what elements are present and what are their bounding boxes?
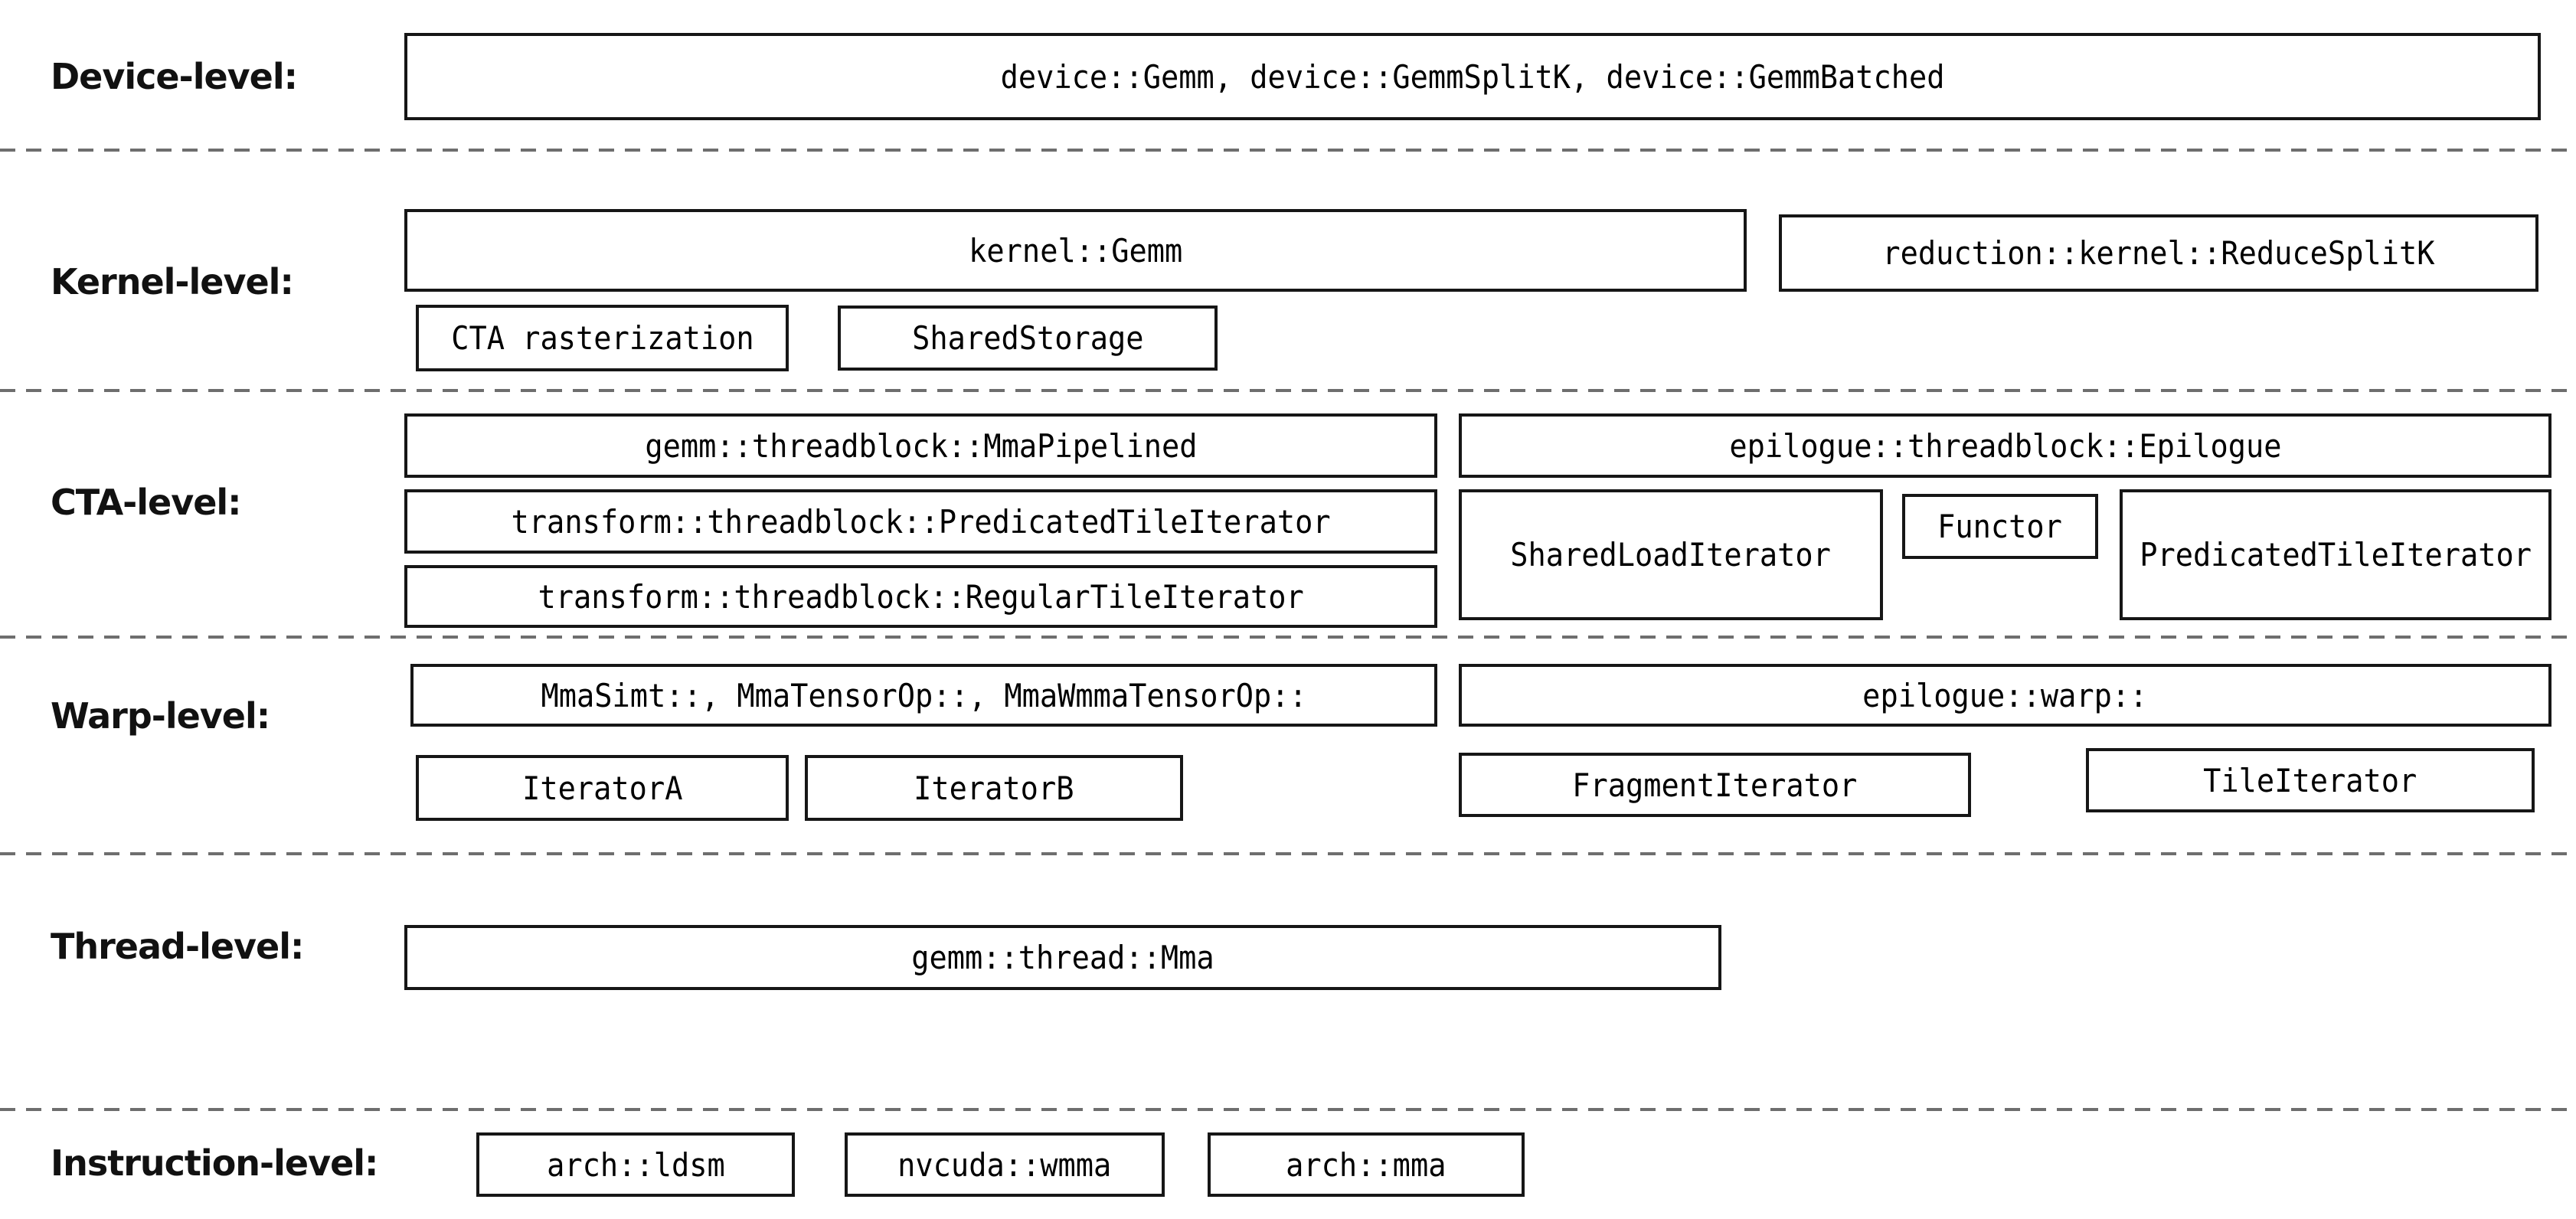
predicated-tile-iterator-epilogue-box-label: PredicatedTileIterator (2140, 536, 2532, 574)
epilogue-threadblock-box-label: epilogue::threadblock::Epilogue (1728, 426, 2282, 465)
separator-device-kernel (0, 149, 2576, 152)
shared-load-iterator-box: SharedLoadIterator (1459, 489, 1883, 620)
iterator-b-box-label: IteratorB (914, 769, 1074, 807)
epilogue-warp-box: epilogue::warp:: (1459, 664, 2551, 727)
nvcuda-wmma-box-label: nvcuda::wmma (897, 1145, 1112, 1184)
arch-mma-box: arch::mma (1208, 1132, 1525, 1197)
arch-ldsm-box-label: arch::ldsm (546, 1145, 725, 1184)
separator-thread-instruction (0, 1108, 2576, 1111)
regular-tile-iterator-box: transform::threadblock::RegularTileItera… (404, 565, 1437, 628)
iterator-b-box: IteratorB (805, 755, 1183, 821)
separator-kernel-cta (0, 389, 2576, 392)
reduce-splitk-box-label: reduction::kernel::ReduceSplitK (1882, 234, 2435, 272)
kernel-gemm-box: kernel::Gemm (404, 209, 1747, 292)
reduce-splitk-box: reduction::kernel::ReduceSplitK (1779, 214, 2538, 292)
predicated-tile-iterator-transform-box: transform::threadblock::PredicatedTileIt… (404, 489, 1437, 554)
predicated-tile-iterator-transform-box-label: transform::threadblock::PredicatedTileIt… (511, 502, 1331, 541)
tile-iterator-box: TileIterator (2086, 748, 2535, 812)
epilogue-threadblock-box: epilogue::threadblock::Epilogue (1459, 413, 2551, 478)
mma-simt-box-label: MmaSimt::, MmaTensorOp::, MmaWmmaTensorO… (541, 676, 1307, 714)
nvcuda-wmma-box: nvcuda::wmma (845, 1132, 1165, 1197)
separator-cta-warp (0, 636, 2576, 639)
fragment-iterator-box-label: FragmentIterator (1572, 766, 1858, 804)
device-gemm-box: device::Gemm, device::GemmSplitK, device… (404, 33, 2541, 120)
device-gemm-box-label: device::Gemm, device::GemmSplitK, device… (1000, 57, 1945, 96)
mma-pipelined-box-label: gemm::threadblock::MmaPipelined (644, 426, 1198, 465)
arch-mma-box-label: arch::mma (1286, 1145, 1447, 1184)
thread-level-label: Thread-level: (51, 926, 304, 967)
device-level-label: Device-level: (51, 56, 298, 97)
functor-box: Functor (1902, 494, 2098, 559)
functor-box-label: Functor (1937, 508, 2063, 545)
gemm-thread-mma-box: gemm::thread::Mma (404, 925, 1721, 990)
shared-storage-box: SharedStorage (838, 306, 1218, 371)
mma-simt-box: MmaSimt::, MmaTensorOp::, MmaWmmaTensorO… (410, 664, 1437, 727)
cta-rasterization-box: CTA rasterization (416, 305, 789, 371)
separator-warp-thread (0, 852, 2576, 855)
predicated-tile-iterator-epilogue-box: PredicatedTileIterator (2120, 489, 2551, 620)
shared-load-iterator-box-label: SharedLoadIterator (1510, 536, 1832, 574)
kernel-level-label: Kernel-level: (51, 261, 294, 302)
cta-rasterization-box-label: CTA rasterization (450, 319, 754, 357)
gemm-thread-mma-box-label: gemm::thread::Mma (911, 939, 1214, 976)
warp-level-label: Warp-level: (51, 695, 270, 737)
kernel-gemm-box-label: kernel::Gemm (968, 231, 1183, 270)
cta-level-label: CTA-level: (51, 482, 242, 523)
instruction-level-label: Instruction-level: (51, 1142, 378, 1184)
iterator-a-box: IteratorA (416, 755, 789, 821)
shared-storage-box-label: SharedStorage (911, 319, 1144, 357)
regular-tile-iterator-box-label: transform::threadblock::RegularTileItera… (538, 577, 1304, 616)
fragment-iterator-box: FragmentIterator (1459, 753, 1971, 817)
epilogue-warp-box-label: epilogue::warp:: (1862, 676, 2148, 714)
tile-iterator-box-label: TileIterator (2203, 761, 2417, 799)
mma-pipelined-box: gemm::threadblock::MmaPipelined (404, 413, 1437, 478)
iterator-a-box-label: IteratorA (521, 769, 683, 807)
arch-ldsm-box: arch::ldsm (476, 1132, 795, 1197)
